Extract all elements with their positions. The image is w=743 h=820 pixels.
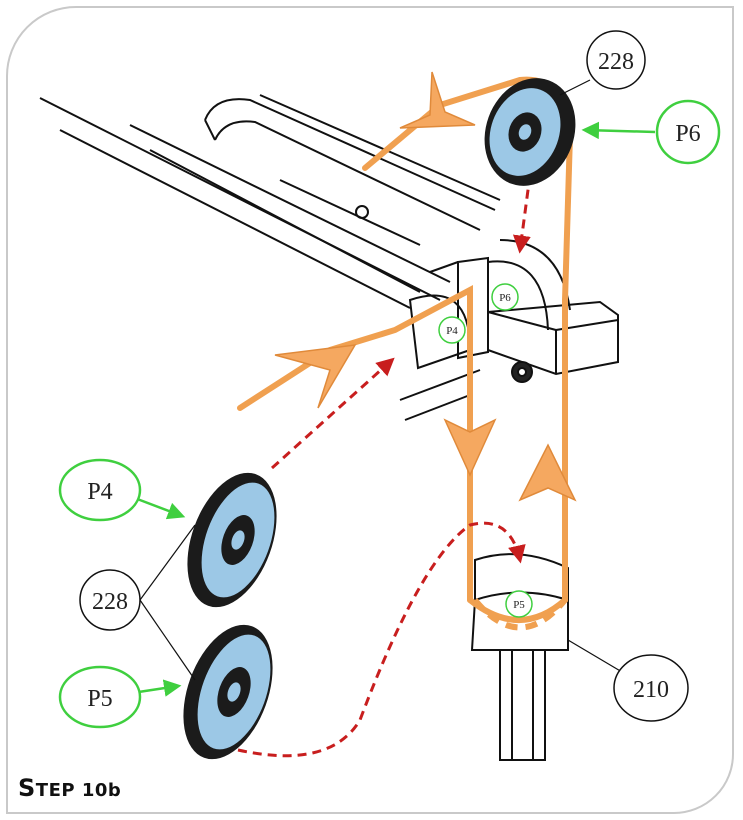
part-number-callout-top: 228 xyxy=(559,30,646,96)
pulley-p4 xyxy=(187,472,277,608)
svg-text:228: 228 xyxy=(598,49,634,75)
cable-direction-arrows xyxy=(274,71,577,502)
svg-text:P5: P5 xyxy=(87,686,112,712)
svg-text:210: 210 xyxy=(633,677,669,703)
inline-label-p5: P5 xyxy=(505,590,533,618)
svg-text:P6: P6 xyxy=(675,121,700,147)
pulley-p6 xyxy=(484,78,576,186)
pulley-callout-p5: P5 xyxy=(58,665,182,729)
machine-frame xyxy=(39,94,619,421)
step-title: STEP 10b xyxy=(18,774,121,802)
inline-label-p4: P4 xyxy=(438,316,466,344)
svg-text:P4: P4 xyxy=(446,325,458,337)
inline-label-p6: P6 xyxy=(491,283,519,311)
pulley-callout-p4: P4 xyxy=(58,458,186,522)
pulley-callout-p6: P6 xyxy=(581,99,721,165)
svg-text:P6: P6 xyxy=(499,292,511,304)
lower-pulley-bracket xyxy=(470,553,569,761)
pulley-p5 xyxy=(183,624,273,760)
step-title-rest: TEP 10b xyxy=(35,780,122,801)
step-title-initial: S xyxy=(18,774,36,802)
svg-text:P5: P5 xyxy=(513,599,525,611)
part-number-callout-bottom: 210 xyxy=(567,639,689,722)
svg-text:P4: P4 xyxy=(87,479,112,505)
part-number-callout-side: 228 xyxy=(79,524,196,681)
svg-text:228: 228 xyxy=(92,589,128,615)
